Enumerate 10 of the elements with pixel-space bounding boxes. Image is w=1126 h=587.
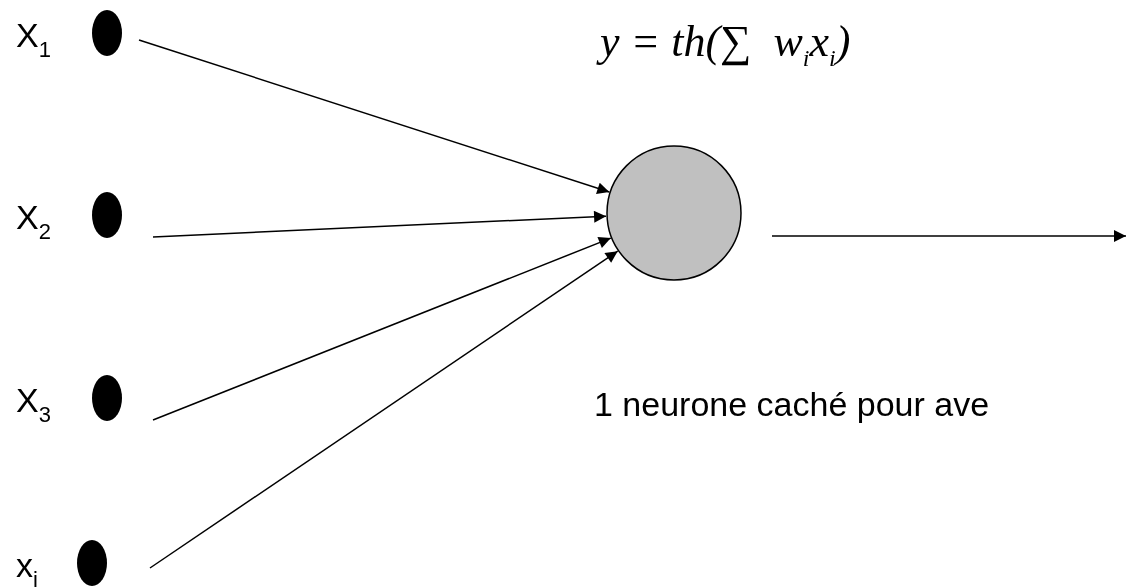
arrow [138,39,611,195]
input-label: X$_{3}$ [16,383,51,426]
arrow [152,210,607,238]
arrow [771,230,1126,242]
arrow [152,236,612,421]
note-text: 1 neurone caché pour ave [594,387,990,421]
input-label: x$_{i}$ [16,548,38,587]
input-label: X$_{2}$ [16,200,51,243]
arrow [149,250,619,569]
input-label: X$_{1}$ [16,18,51,61]
